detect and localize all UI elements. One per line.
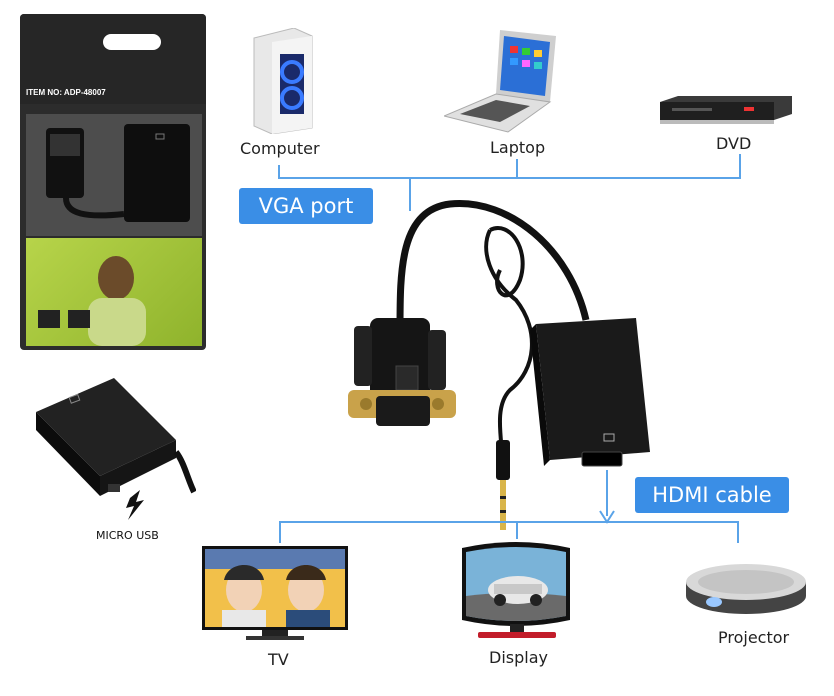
- hdmi-cable-badge: HDMI cable: [635, 477, 789, 513]
- top-bus-line: [278, 177, 741, 179]
- package-woman-image: [38, 256, 146, 346]
- tv-icon: [202, 546, 348, 640]
- bottom-bus-line: [279, 521, 739, 523]
- dvd-label: DVD: [716, 134, 752, 153]
- computer-icon: [253, 28, 313, 134]
- package-item-number: ITEM NO: ADP-48007: [26, 88, 106, 97]
- projector-icon: [686, 564, 806, 614]
- packaged-adapter-image: [26, 114, 202, 236]
- projector-connector-line: [737, 521, 739, 543]
- product-package: ITEM NO: ADP-48007: [20, 14, 206, 350]
- computer-connector-line: [278, 165, 280, 178]
- tv-label: TV: [268, 650, 289, 669]
- laptop-icon: [444, 30, 556, 133]
- laptop-connector-line: [516, 159, 518, 178]
- vga-drop-line: [409, 177, 411, 211]
- laptop-label: Laptop: [490, 138, 546, 157]
- vga-port-badge: VGA port: [239, 188, 373, 224]
- display-icon: [462, 542, 570, 638]
- dvd-connector-line: [739, 154, 741, 178]
- package-header: [20, 14, 206, 104]
- tv-connector-line: [279, 521, 281, 543]
- computer-label: Computer: [240, 139, 320, 158]
- projector-label: Projector: [718, 628, 790, 647]
- display-label: Display: [489, 648, 548, 667]
- package-hang-hole: [103, 34, 161, 50]
- micro-usb-label: MICRO USB: [96, 529, 159, 542]
- package-window: [26, 114, 202, 236]
- hdmi-arrow-line: [606, 470, 608, 516]
- package-lifestyle-panel: [26, 238, 202, 346]
- dvd-icon: [660, 96, 792, 124]
- vga-hdmi-adapter-image: [348, 200, 650, 530]
- display-connector-line: [516, 521, 518, 539]
- micro-usb-adapter-image: [36, 378, 196, 520]
